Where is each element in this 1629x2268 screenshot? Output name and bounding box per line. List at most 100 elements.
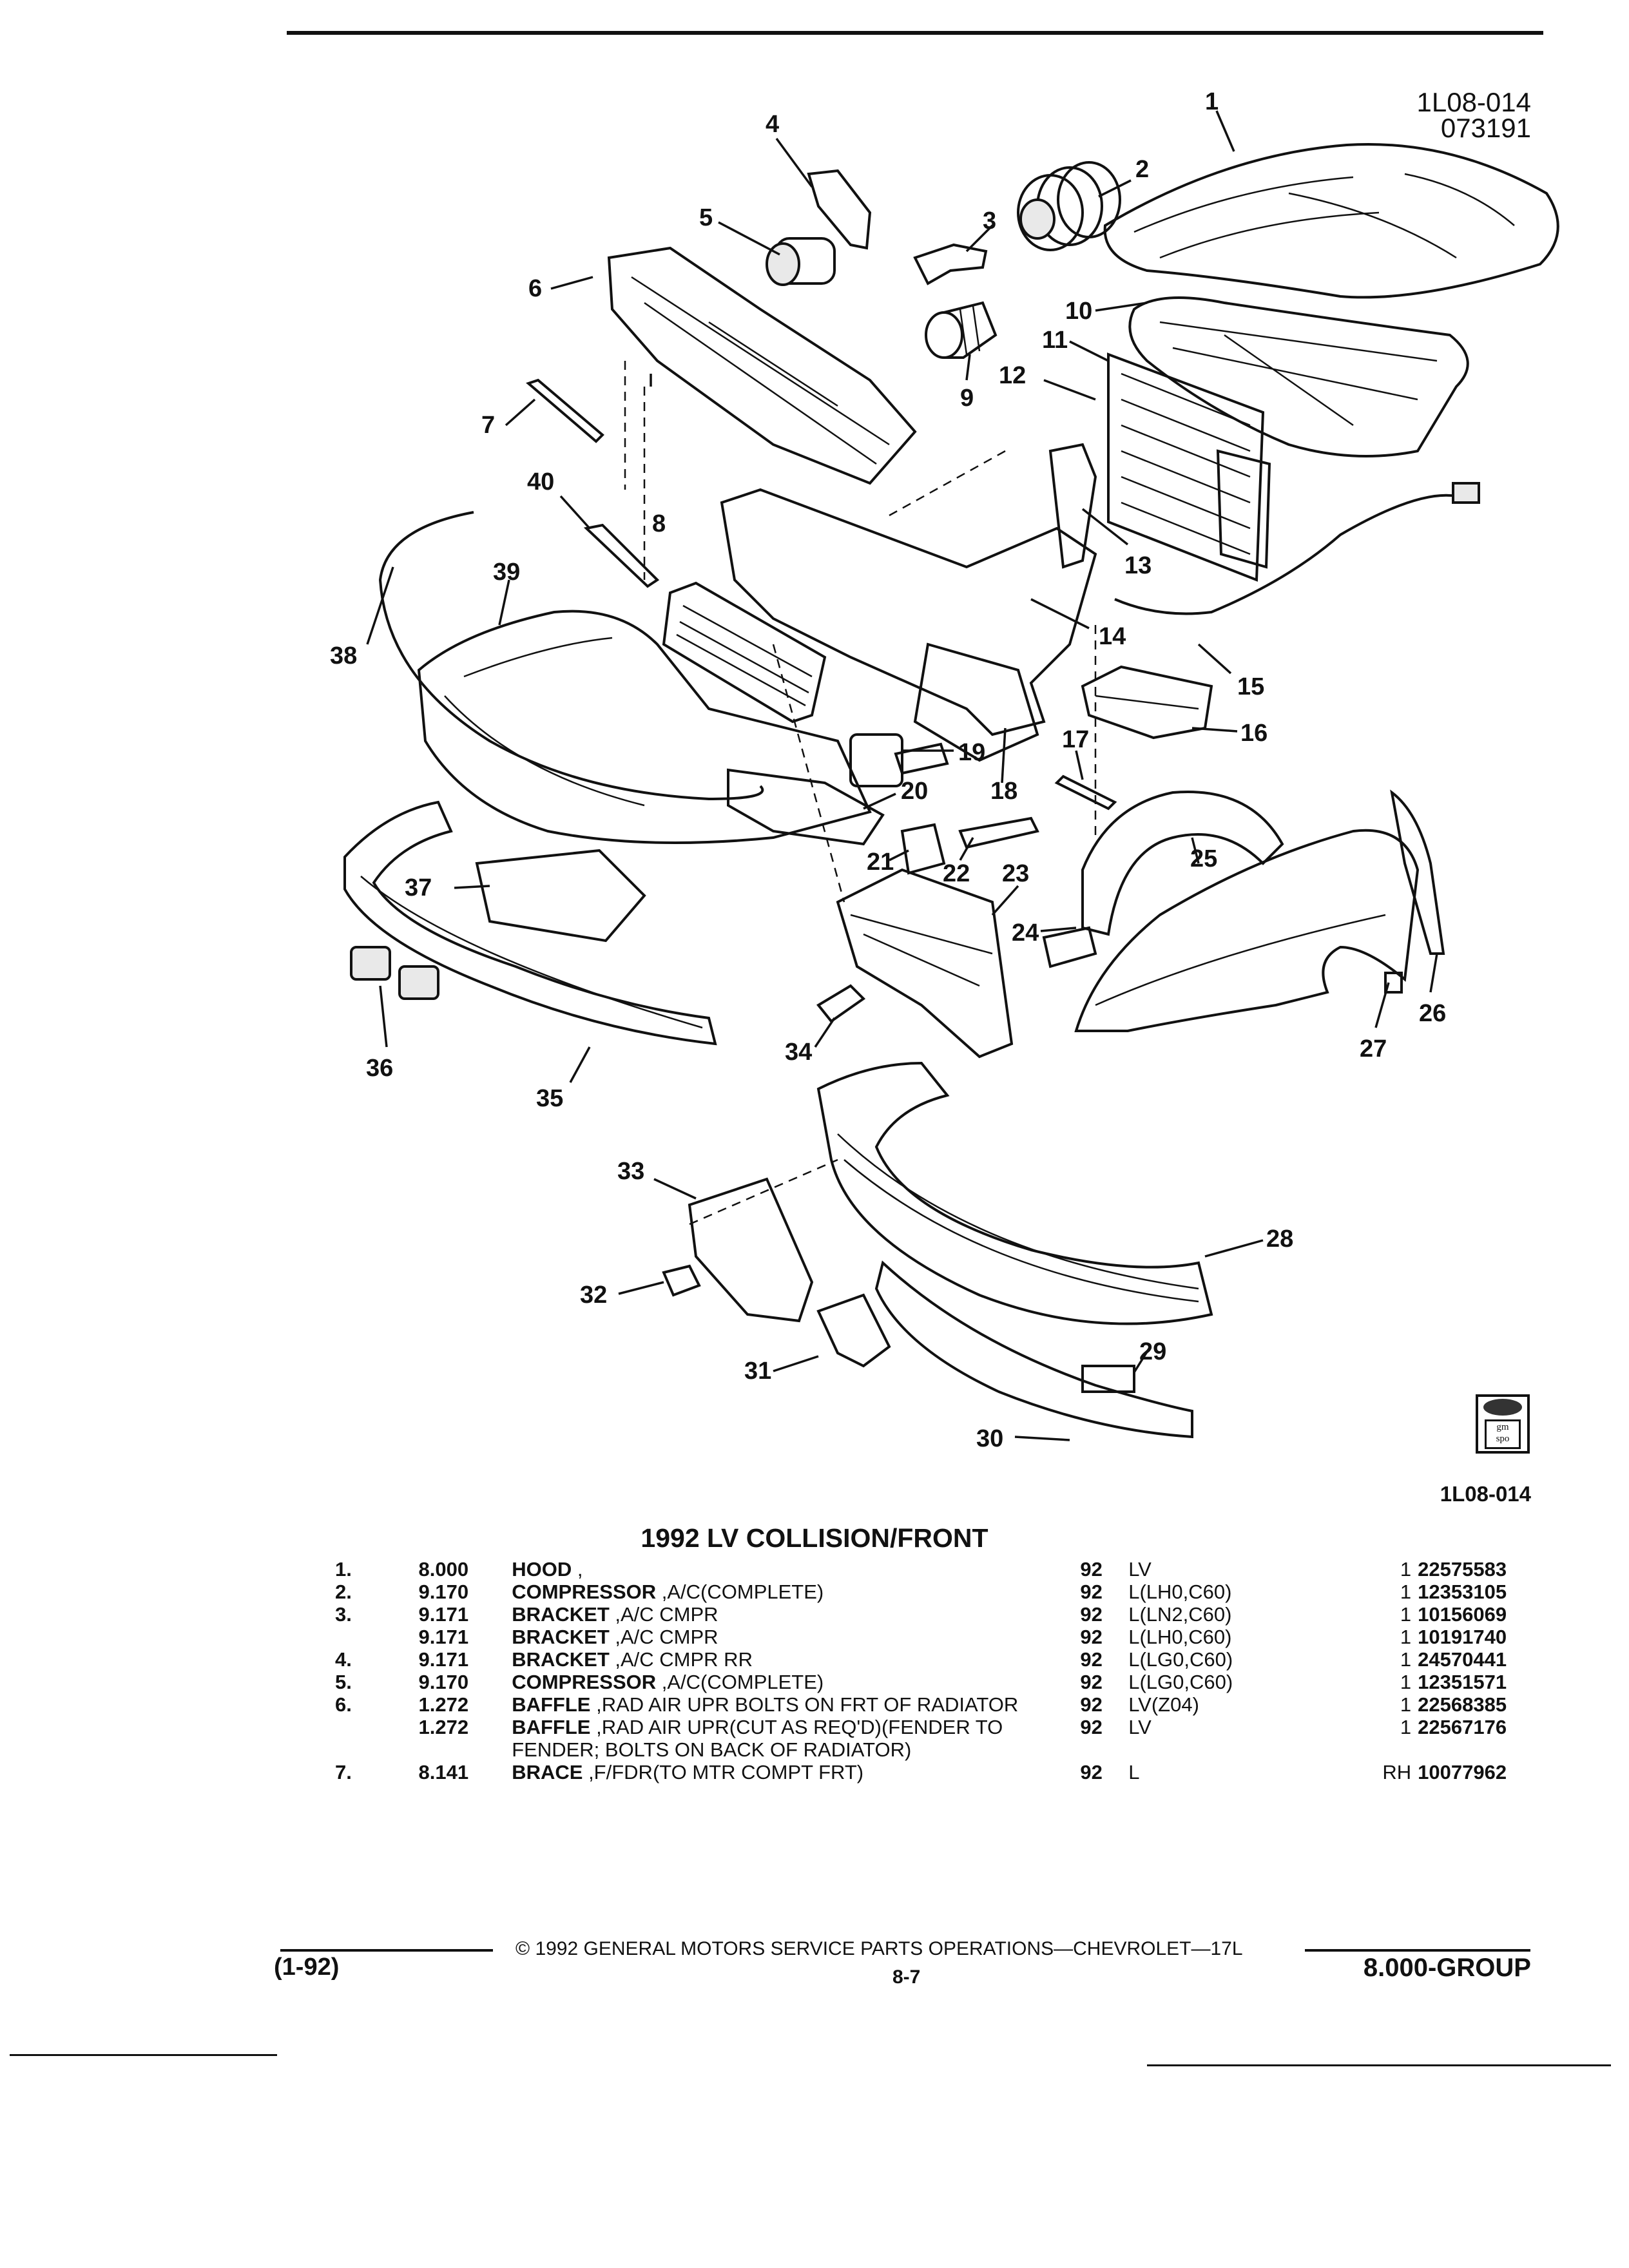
part-number: 24570441 (1418, 1648, 1507, 1671)
callout-13: 13 (1124, 552, 1152, 579)
exploded-parts-diagram: 1 2 3 4 5 6 7 8 9 10 11 12 13 14 15 16 1… (330, 88, 1559, 1452)
illustration-code-small: 1L08-014 (1440, 1482, 1531, 1506)
callout-2: 2 (1135, 156, 1149, 183)
part-year: 92 (1080, 1761, 1103, 1783)
front-fender-part (1074, 829, 1420, 1032)
footer-group: 8.000-GROUP (1363, 1954, 1531, 1982)
part-model: L(LH0,C60) (1128, 1626, 1232, 1648)
callout-29: 29 (1139, 1338, 1166, 1365)
part-ref: 6. (335, 1693, 352, 1716)
ac-bracket-rear-part (807, 169, 872, 250)
part-ref: 2. (335, 1581, 352, 1603)
callout-10: 10 (1065, 298, 1092, 325)
footer-page-number: 8-7 (892, 1966, 921, 1988)
part-description: COMPRESSOR ,A/C(COMPLETE) (512, 1581, 1080, 1603)
logo-oval (1483, 1399, 1522, 1416)
callout-3: 3 (983, 207, 996, 235)
part-name: HOOD (512, 1558, 572, 1581)
part-group: 9.171 (418, 1603, 469, 1626)
part-name: BRACKET (512, 1648, 610, 1671)
part-description: BRACKET ,A/C CMPR RR (512, 1648, 1080, 1671)
part-year: 92 (1080, 1603, 1103, 1626)
part-year: 92 (1080, 1648, 1103, 1671)
part-detail: ,A/C CMPR RR (609, 1648, 753, 1671)
part-model: L(LG0,C60) (1128, 1648, 1233, 1671)
part-model: LV(Z04) (1128, 1693, 1199, 1716)
lower-bracket-part (900, 823, 946, 875)
callout-36: 36 (366, 1055, 393, 1082)
part-number: 22567176 (1418, 1716, 1507, 1738)
callout-32: 32 (580, 1282, 607, 1309)
radiator-part (1107, 352, 1271, 582)
callout-27: 27 (1360, 1035, 1387, 1062)
part-number: 22575583 (1418, 1558, 1507, 1581)
callout-16: 16 (1240, 720, 1268, 747)
ac-bracket-part (913, 243, 988, 285)
part-model: L (1128, 1761, 1140, 1783)
radiator-baffle-part (607, 246, 917, 485)
part-description: BRACKET ,A/C CMPR (512, 1626, 1080, 1648)
fender-brace-part (526, 378, 604, 443)
part-name: COMPRESSOR (512, 1581, 657, 1603)
part-number: 22568385 (1418, 1693, 1507, 1716)
lower-valance-part (874, 1260, 1193, 1439)
callout-4: 4 (766, 111, 779, 138)
hood-release-cable (1114, 494, 1457, 615)
callout-34: 34 (785, 1039, 812, 1066)
fascia-lower-part (475, 849, 646, 943)
part-detail: ,F/FDR(TO MTR COMPT FRT) (583, 1761, 864, 1783)
part-number: 12351571 (1418, 1671, 1507, 1693)
part-number: 10077962 (1418, 1761, 1507, 1783)
part-ref: 4. (335, 1648, 352, 1671)
callout-19: 19 (958, 739, 985, 766)
lower-brace-part (958, 816, 1039, 849)
footer-rule-right (1305, 1949, 1530, 1952)
cable-connector (1452, 482, 1480, 504)
part-description: BRACE ,F/FDR(TO MTR COMPT FRT) (512, 1761, 1080, 1783)
support-rod-part (1054, 774, 1117, 811)
part-year: 92 (1080, 1558, 1103, 1581)
license-bracket-part (816, 1293, 891, 1368)
bottom-rule-left (10, 2054, 277, 2056)
bumper-molding-strip (378, 511, 764, 801)
callout-39: 39 (493, 559, 520, 586)
grille-part (662, 581, 827, 724)
lower-spoiler-part (343, 800, 717, 1046)
callout-21: 21 (867, 849, 894, 876)
compressor-alt-part (766, 237, 836, 286)
part-name: BRACE (512, 1761, 583, 1783)
callout-26: 26 (1419, 1000, 1446, 1027)
bumper-cover-part (816, 1061, 1213, 1325)
compressor-part (1017, 161, 1121, 251)
part-number: 10191740 (1418, 1626, 1507, 1648)
callout-18: 18 (990, 778, 1017, 805)
callout-15: 15 (1237, 673, 1264, 700)
support-bracket-part (913, 642, 1039, 762)
part-detail: ,A/C(COMPLETE) (656, 1671, 824, 1693)
license-plate-part (688, 1177, 814, 1323)
part-detail: ,A/C CMPR (609, 1603, 718, 1626)
callout-40: 40 (527, 468, 554, 495)
callout-20: 20 (901, 778, 928, 805)
part-group: 8.141 (418, 1761, 469, 1783)
part-description: COMPRESSOR ,A/C(COMPLETE) (512, 1671, 1080, 1693)
callout-leaders (366, 110, 1438, 1441)
bottom-rule-right (1147, 2064, 1611, 2066)
part-detail: ,RAD AIR UPR BOLTS ON FRT OF RADIATOR (590, 1693, 1019, 1716)
part-group: 1.272 (418, 1716, 469, 1738)
top-rule (287, 31, 1543, 35)
callout-1: 1 (1205, 88, 1219, 115)
footer-copyright: © 1992 GENERAL MOTORS SERVICE PARTS OPER… (516, 1938, 1243, 1959)
hood-inner-panel (1128, 296, 1469, 457)
fender-clip-part (1384, 972, 1403, 994)
part-name: COMPRESSOR (512, 1671, 657, 1693)
footer-date-code: (1-92) (274, 1954, 340, 1981)
callout-5: 5 (699, 204, 713, 231)
callout-28: 28 (1266, 1225, 1293, 1253)
part-number: 12353105 (1418, 1581, 1507, 1603)
